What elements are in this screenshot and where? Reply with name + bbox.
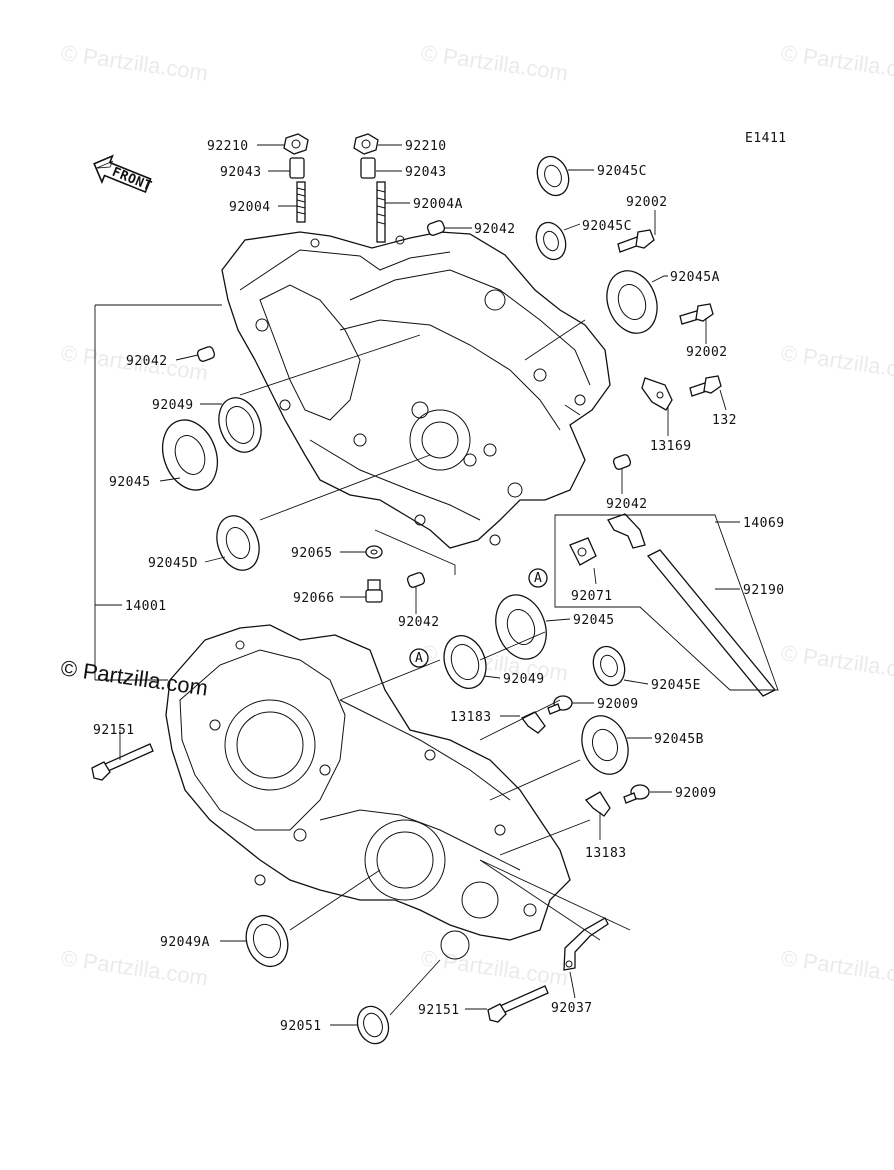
label-92043-right[interactable]: 92043 — [405, 165, 447, 180]
watermark: © Partzilla.com — [779, 40, 894, 85]
front-arrow-icon: FRONT — [93, 154, 154, 195]
part-labels: 92210 92210 92043 92043 92004 92004A 920… — [93, 139, 785, 1034]
label-14069[interactable]: 14069 — [743, 516, 785, 531]
label-92042-mid[interactable]: 92042 — [398, 615, 440, 630]
label-92042-left[interactable]: 92042 — [126, 354, 168, 369]
bolt-92151-bottom[interactable] — [487, 985, 549, 1023]
bearing-92045E[interactable] — [588, 642, 630, 690]
svg-text:A: A — [415, 651, 423, 666]
label-92045-mid[interactable]: 92045 — [573, 613, 615, 628]
label-92049-upper[interactable]: 92049 — [152, 398, 194, 413]
watermark: © Partzilla.com — [419, 640, 569, 685]
screw-92009-a[interactable] — [547, 695, 573, 715]
label-132[interactable]: 132 — [712, 413, 737, 428]
leader-lines — [94, 144, 779, 1026]
label-92042-top[interactable]: 92042 — [474, 222, 516, 237]
watermark: © Partzilla.com — [419, 945, 569, 990]
watermark: © Partzilla.com — [779, 945, 894, 990]
label-92009-b[interactable]: 92009 — [675, 786, 717, 801]
svg-text:A: A — [534, 571, 542, 586]
bolt-92151-left[interactable] — [91, 743, 154, 781]
clamp-13183-b[interactable] — [584, 791, 611, 817]
bearing-92045C-top[interactable] — [532, 152, 574, 200]
stud-92004[interactable] — [296, 181, 306, 223]
ref-marker-a-2: A — [409, 648, 429, 668]
bearing-92045B[interactable] — [574, 709, 636, 780]
ref-marker-a-1: A — [528, 568, 548, 588]
label-92049-mid[interactable]: 92049 — [503, 672, 545, 687]
label-92049A[interactable]: 92049A — [160, 935, 210, 950]
bracket-92037[interactable] — [563, 917, 609, 971]
label-92045D[interactable]: 92045D — [148, 556, 198, 571]
watermark: © Partzilla.com — [779, 340, 894, 385]
label-13183-a[interactable]: 13183 — [450, 710, 492, 725]
clamp-13183-a[interactable] — [520, 711, 546, 734]
label-92037[interactable]: 92037 — [551, 1001, 593, 1016]
diagram-code: E1411 — [745, 131, 787, 146]
nut-92210-left[interactable] — [283, 133, 309, 155]
bolt-132[interactable] — [689, 375, 722, 397]
stud-92004A[interactable] — [376, 181, 386, 243]
label-13169[interactable]: 13169 — [650, 439, 692, 454]
label-92065[interactable]: 92065 — [291, 546, 333, 561]
label-92210-right[interactable]: 92210 — [405, 139, 447, 154]
dowel-92042-mid[interactable] — [406, 572, 426, 589]
seal-92049-upper[interactable] — [212, 392, 269, 458]
label-92045C-top[interactable]: 92045C — [597, 164, 647, 179]
screw-92009-b[interactable] — [623, 784, 650, 804]
collar-92043-right[interactable] — [360, 157, 376, 179]
bolt-92002-b[interactable] — [679, 303, 714, 325]
dowel-92042-top[interactable] — [426, 220, 446, 237]
upper-crankcase — [221, 231, 611, 549]
bracket-13169[interactable] — [641, 377, 673, 411]
elbow-14069[interactable] — [607, 513, 646, 549]
watermark: © Partzilla.com — [59, 40, 209, 85]
seal-92049A[interactable] — [239, 910, 294, 973]
collar-92043-left[interactable] — [289, 157, 305, 179]
label-92151-bottom[interactable]: 92151 — [418, 1003, 460, 1018]
label-92045E[interactable]: 92045E — [651, 678, 701, 693]
label-92051[interactable]: 92051 — [280, 1019, 322, 1034]
label-14001[interactable]: 14001 — [125, 599, 167, 614]
watermark: © Partzilla.com — [59, 945, 209, 990]
nut-92210-right[interactable] — [353, 133, 379, 155]
label-13183-b[interactable]: 13183 — [585, 846, 627, 861]
seal-92051[interactable] — [352, 1002, 393, 1048]
label-92066[interactable]: 92066 — [293, 591, 335, 606]
lower-crankcase — [165, 624, 571, 960]
bearing-92045-mid[interactable] — [487, 588, 555, 666]
label-92045A[interactable]: 92045A — [670, 270, 720, 285]
watermark: © Partzilla.com — [779, 640, 894, 685]
label-92042-right[interactable]: 92042 — [606, 497, 648, 512]
label-92071[interactable]: 92071 — [571, 589, 613, 604]
label-92004A[interactable]: 92004A — [413, 197, 463, 212]
label-92009-a[interactable]: 92009 — [597, 697, 639, 712]
label-92190[interactable]: 92190 — [743, 583, 785, 598]
label-92002-b[interactable]: 92002 — [686, 345, 728, 360]
label-92043-left[interactable]: 92043 — [220, 165, 262, 180]
label-92151-left[interactable]: 92151 — [93, 723, 135, 738]
bearing-92045-upper[interactable] — [153, 412, 226, 497]
plug-92066[interactable] — [365, 579, 383, 603]
label-92002-top[interactable]: 92002 — [626, 195, 668, 210]
label-92004[interactable]: 92004 — [229, 200, 271, 215]
bearing-92045C-2[interactable] — [531, 218, 570, 263]
washer-92065[interactable] — [365, 545, 383, 559]
fitting-92071[interactable] — [569, 537, 597, 566]
hose-92190[interactable] — [646, 549, 777, 697]
label-92045C-2[interactable]: 92045C — [582, 219, 632, 234]
label-92210-left[interactable]: 92210 — [207, 139, 249, 154]
dowel-92042-left[interactable] — [196, 346, 216, 363]
dowel-92042-right[interactable] — [612, 454, 632, 471]
bolt-92002-top[interactable] — [617, 229, 655, 253]
seal-92049-mid[interactable] — [437, 630, 493, 694]
front-label: FRONT — [110, 165, 154, 195]
label-92045-upper[interactable]: 92045 — [109, 475, 151, 490]
bearing-92045A[interactable] — [599, 264, 666, 341]
bearing-92045D[interactable] — [210, 510, 267, 576]
label-92045B[interactable]: 92045B — [654, 732, 704, 747]
watermark: © Partzilla.com — [419, 40, 569, 85]
